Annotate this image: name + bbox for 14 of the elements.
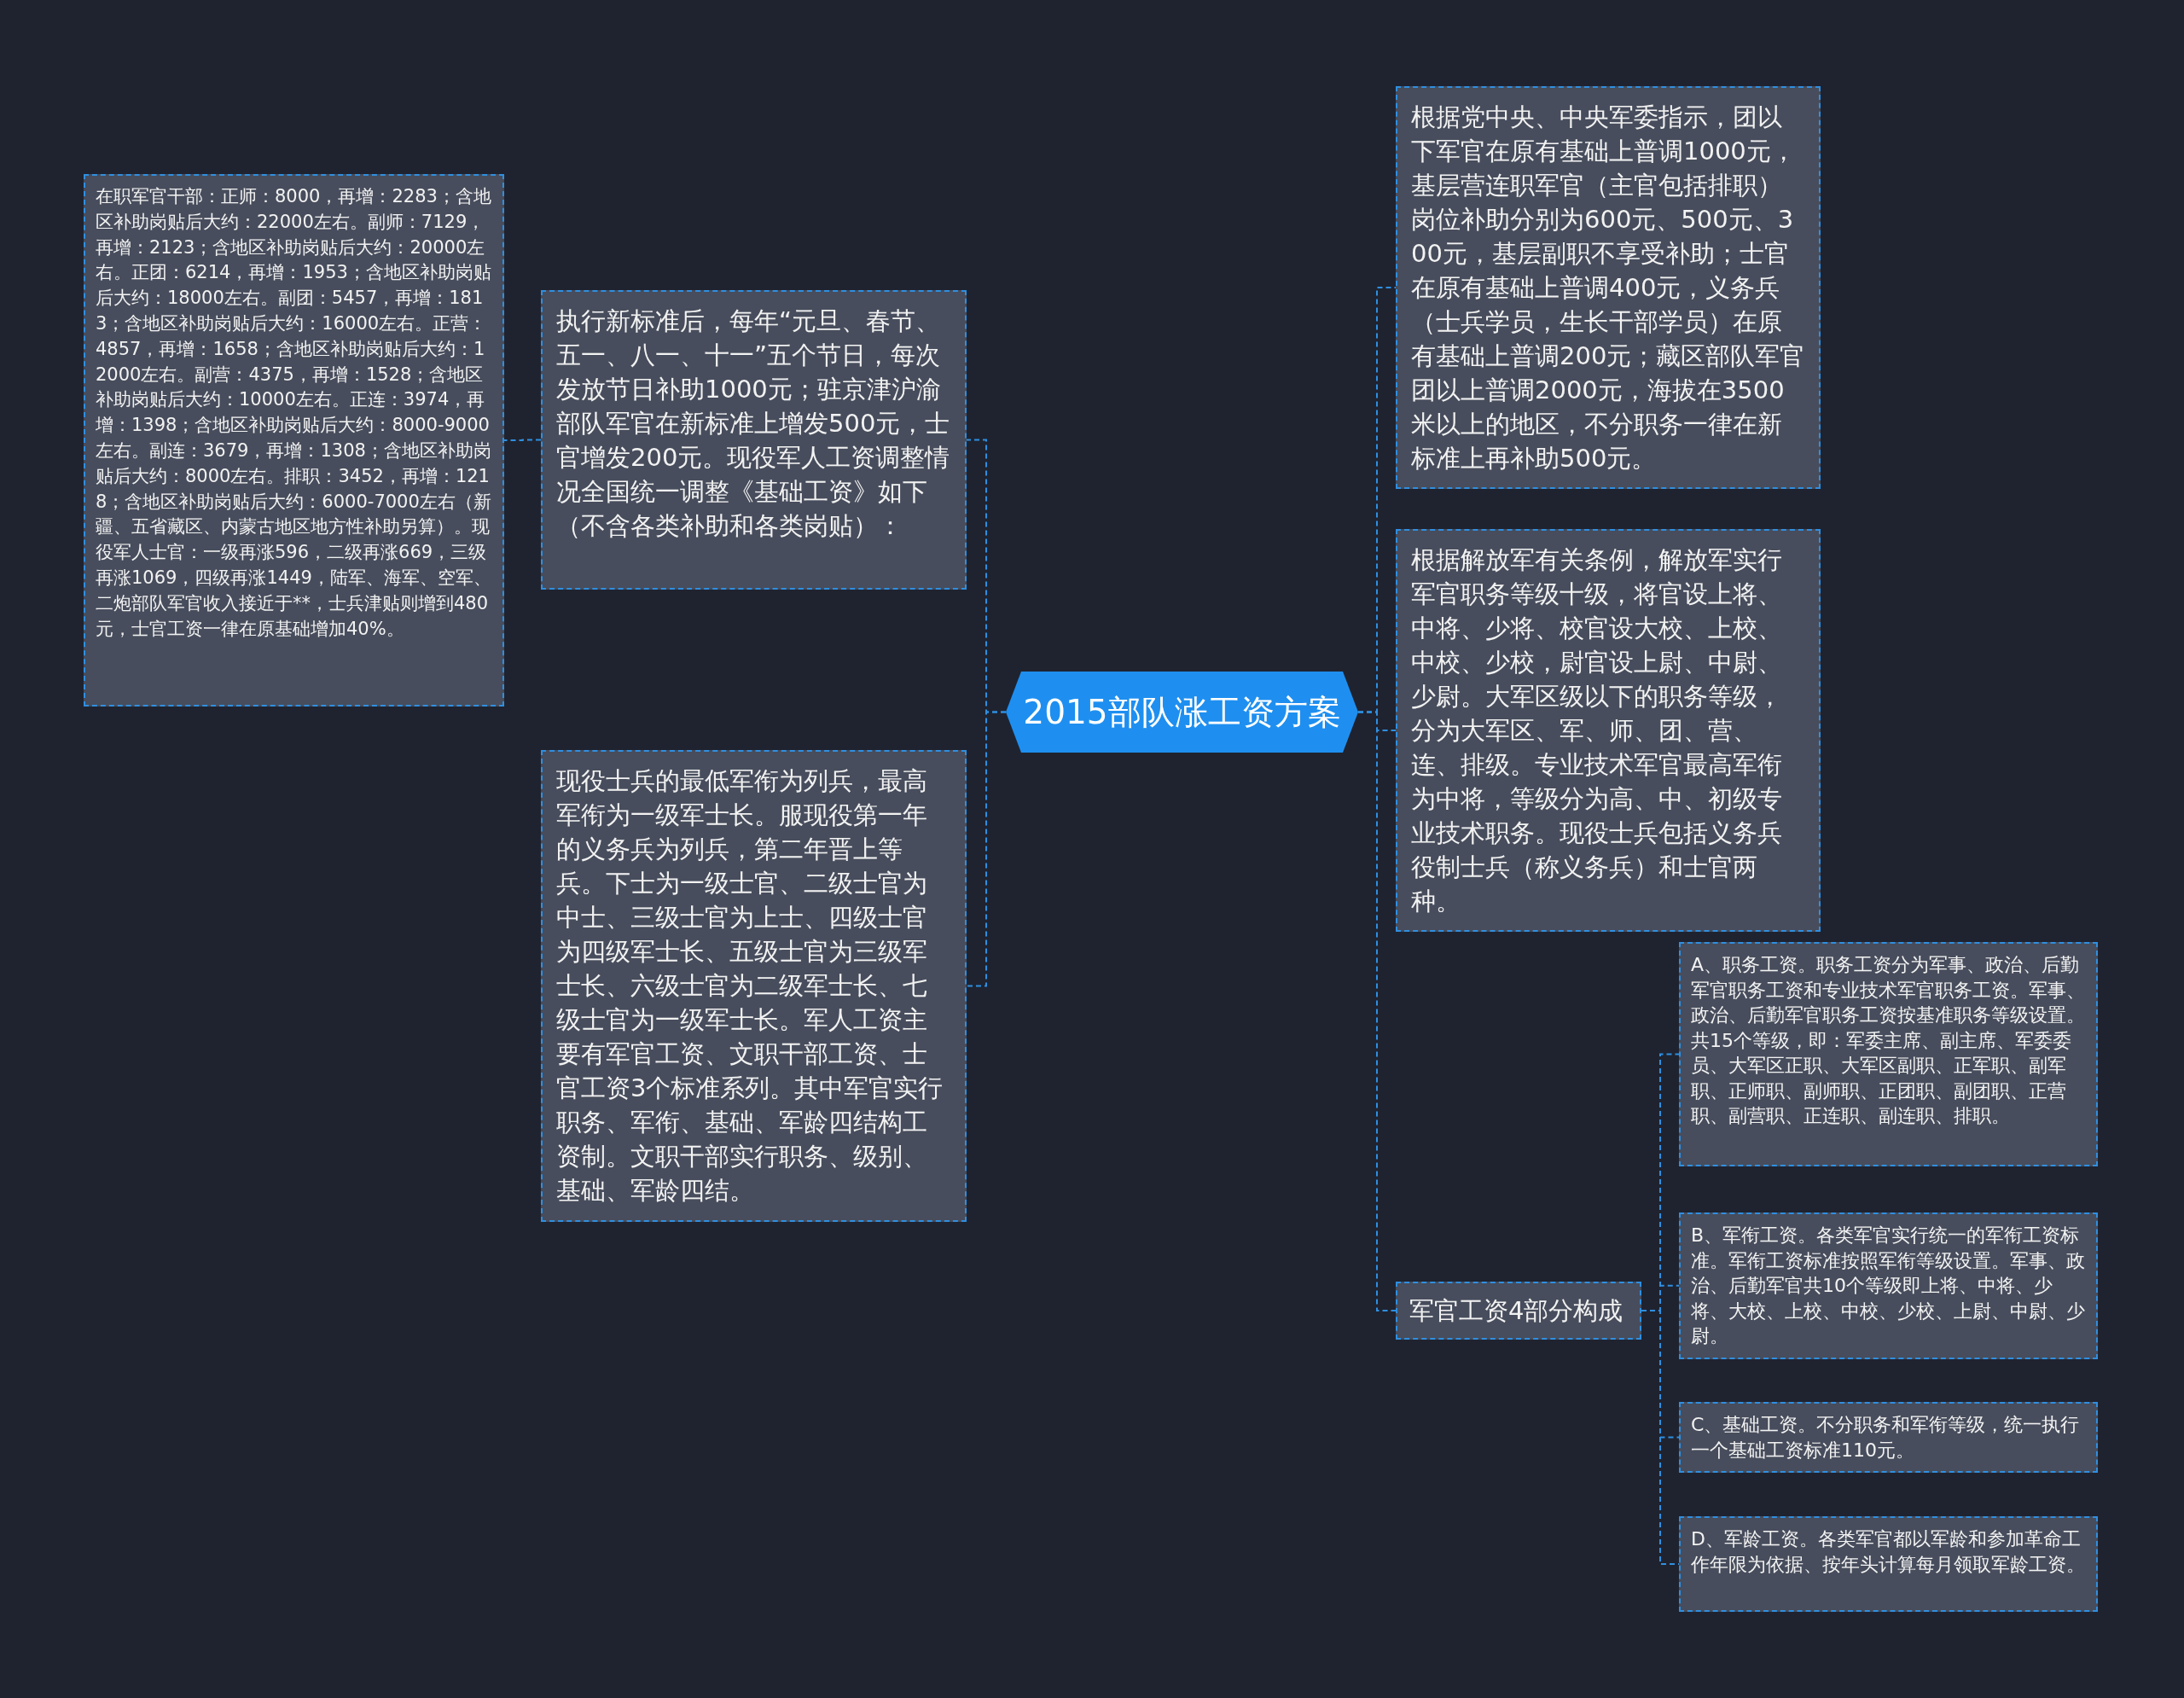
connector-line [966, 711, 1007, 987]
text-box: 根据党中央、中央军委指示，团以下军官在原有基础上普调1000元，基层营连职军官（主官包括排职）岗位补助分别为600元、500元、300元，基层副职不享受补助；士官在原有基础上普调400元，义务兵（士兵学员，生长干部学员）在原有基础上普调200元；藏区部队军官团以上普调2000元，海拔在3500米以上的地区，不分职务一律在新标准上再补助500元。 [1396, 86, 1821, 489]
branch-box: 军官工资4部分构成 [1396, 1282, 1641, 1340]
text-box: B、军衔工资。各类军官实行统一的军衔工资标准。军衔工资标准按照军衔等级设置。军事、政治、后勤军官共10个等级即上将、中将、少将、大校、上校、中校、少校、上尉、中尉、少尉。 [1679, 1212, 2098, 1359]
connector-line [503, 439, 542, 441]
text-box: 在职军官干部：正师：8000，再增：2283；含地区补助岗贴后大约：22000左右。副师：7129，再增：2123；含地区补助岗贴后大约：20000左右。正团：6214，再增：1953；含地区补助岗贴后大约：18000左右。副团：5457，再增：1813；含地区补助岗贴后大约：16000左右。正营：4857，再增：1658；含地区补助岗贴后大约：12000左右。副营：4375，再增：1528；含地区补助岗贴后大约：10000左右。正连：3974，再增：1398；含地区补助岗贴后大约：8000-9000左右。副连：3679，再增：1308；含地区补助岗贴后大约：8000左右。排职：3452，再增：1218；含地区补助岗贴后大约：6000-7000左右（新疆、五省藏区、内蒙古地区地方性补助另算）。现役军人士官：一级再涨596，二级再涨669，三级再涨1069，四级再涨1449，陆军、海军、空军、二炮部队军官收入接近于**，士兵津贴则增到480元，士官工资一律在原基础增加40%。 [84, 174, 504, 707]
connector-line [1357, 711, 1397, 1311]
text-box: 执行新标准后，每年“元旦、春节、五一、八一、十一”五个节日，每次发放节日补助1000元；驻京津沪渝部队军官在新标准上增发500元，士官增发200元。现役军人工资调整情况全国统一调整《基础工资》如下（不含各类补助和各类岗贴）： [541, 290, 967, 590]
text-box: A、职务工资。职务工资分为军事、政治、后勤军官职务工资和专业技术军官职务工资。军事、政治、后勤军官职务工资按基准职务等级设置。共15个等级，即：军委主席、副主席、军委委员、大军区正职、大军区副职、正军职、副军职、正师职、副师职、正团职、副团职、正营职、副营职、正连职、副连职、排职。 [1679, 942, 2098, 1166]
topic-hexagon: 2015部队涨工资方案 [1006, 672, 1358, 753]
text-box: 根据解放军有关条例，解放军实行军官职务等级十级，将官设上将、中将、少将、校官设大校、上校、中校、少校，尉官设上尉、中尉、少尉。大军区级以下的职务等级，分为大军区、军、师、团、营、连、排级。专业技术军官最高军衔为中将，等级分为高、中、初级专业技术职务。现役士兵包括义务兵役制士兵（称义务兵）和士官两种。 [1396, 529, 1821, 932]
text-box: C、基础工资。不分职务和军衔等级，统一执行一个基础工资标准110元。 [1679, 1402, 2098, 1473]
text-box: D、军龄工资。各类军官都以军龄和参加革命工作年限为依据、按年头计算每月领取军龄工资。 [1679, 1516, 2098, 1612]
text-box: 现役士兵的最低军衔为列兵，最高军衔为一级军士长。服现役第一年的义务兵为列兵，第二年晋上等兵。下士为一级士官、二级士官为中士、三级士官为上士、四级士官为四级军士长、五级士官为三级军士长、六级士官为二级军士长、七级士官为一级军士长。军人工资主要有军官工资、文职干部工资、士官工资3个标准系列。其中军官实行职务、军衔、基础、军龄四结构工资制。文职干部实行职务、级别、基础、军龄四结。 [541, 750, 967, 1222]
